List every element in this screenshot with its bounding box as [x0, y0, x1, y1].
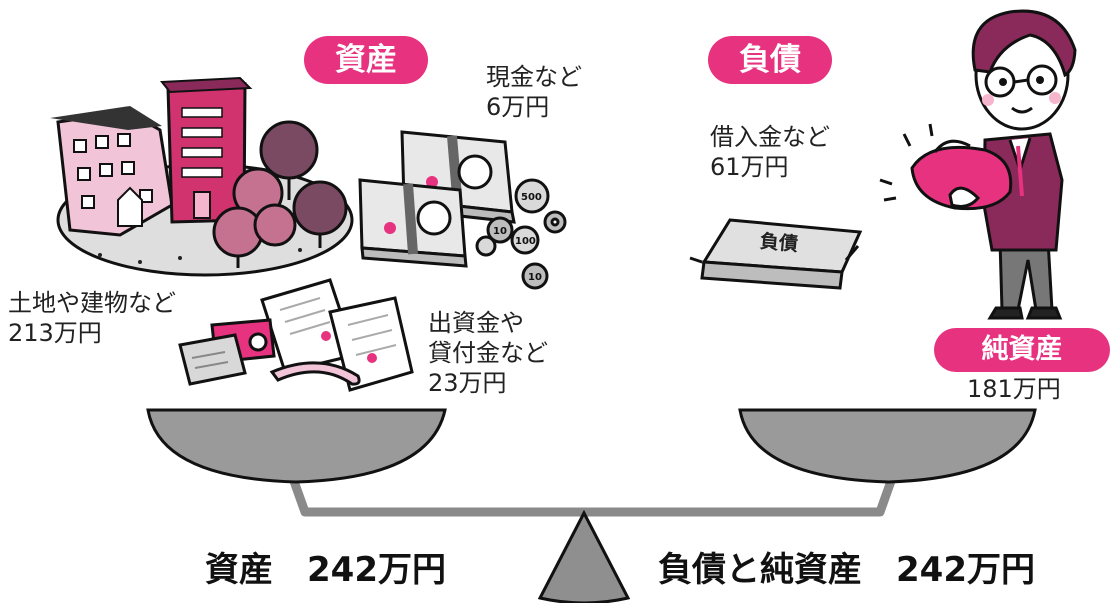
- wallet-icon: [879, 123, 1013, 211]
- investments-label-line1: 出資金や: [428, 309, 524, 337]
- cash-amount: 6万円: [486, 93, 550, 121]
- net-assets-badge: 純資産: [934, 328, 1110, 372]
- documents-icon: [260, 278, 414, 392]
- svg-text:500: 500: [521, 192, 542, 203]
- net-assets-amount: 181万円: [967, 375, 1061, 403]
- banknote-bundle-icon: [358, 130, 516, 268]
- investments-label: 出資金や 貸付金など 23万円: [428, 308, 548, 398]
- liability-bundle-text: 負債: [758, 230, 799, 256]
- land-label: 土地や建物など 213万円: [8, 288, 176, 348]
- liabilities-net-total: 負債と純資産 242万円: [658, 550, 1035, 590]
- loans-label: 借入金など 61万円: [710, 122, 830, 182]
- cash-label: 現金など 6万円: [486, 62, 582, 122]
- right-pan: [738, 408, 1037, 484]
- buildings-icon: [50, 76, 354, 277]
- fulcrum: [537, 509, 631, 603]
- investments-label-line2: 貸付金など: [428, 339, 548, 367]
- investments-amount: 23万円: [428, 369, 507, 397]
- assets-badge: 資産: [304, 36, 428, 84]
- svg-text:10: 10: [528, 272, 542, 283]
- land-amount: 213万円: [8, 319, 102, 347]
- cards-icon: [178, 318, 276, 386]
- cash-label-text: 現金など: [486, 63, 582, 91]
- svg-text:100: 100: [515, 236, 536, 247]
- trees-icon: [212, 120, 348, 268]
- svg-text:10: 10: [493, 226, 507, 237]
- assets-total: 資産 242万円: [205, 550, 446, 590]
- loans-amount: 61万円: [710, 153, 789, 181]
- loans-label-text: 借入金など: [710, 123, 830, 151]
- coin-icon: 500 10 100 10: [475, 178, 567, 290]
- left-pan: [146, 408, 447, 484]
- balance-scale-icon: [146, 408, 1037, 603]
- liabilities-badge: 負債: [708, 36, 832, 84]
- liability-bundle-icon: [689, 218, 863, 290]
- land-label-text: 土地や建物など: [8, 289, 176, 317]
